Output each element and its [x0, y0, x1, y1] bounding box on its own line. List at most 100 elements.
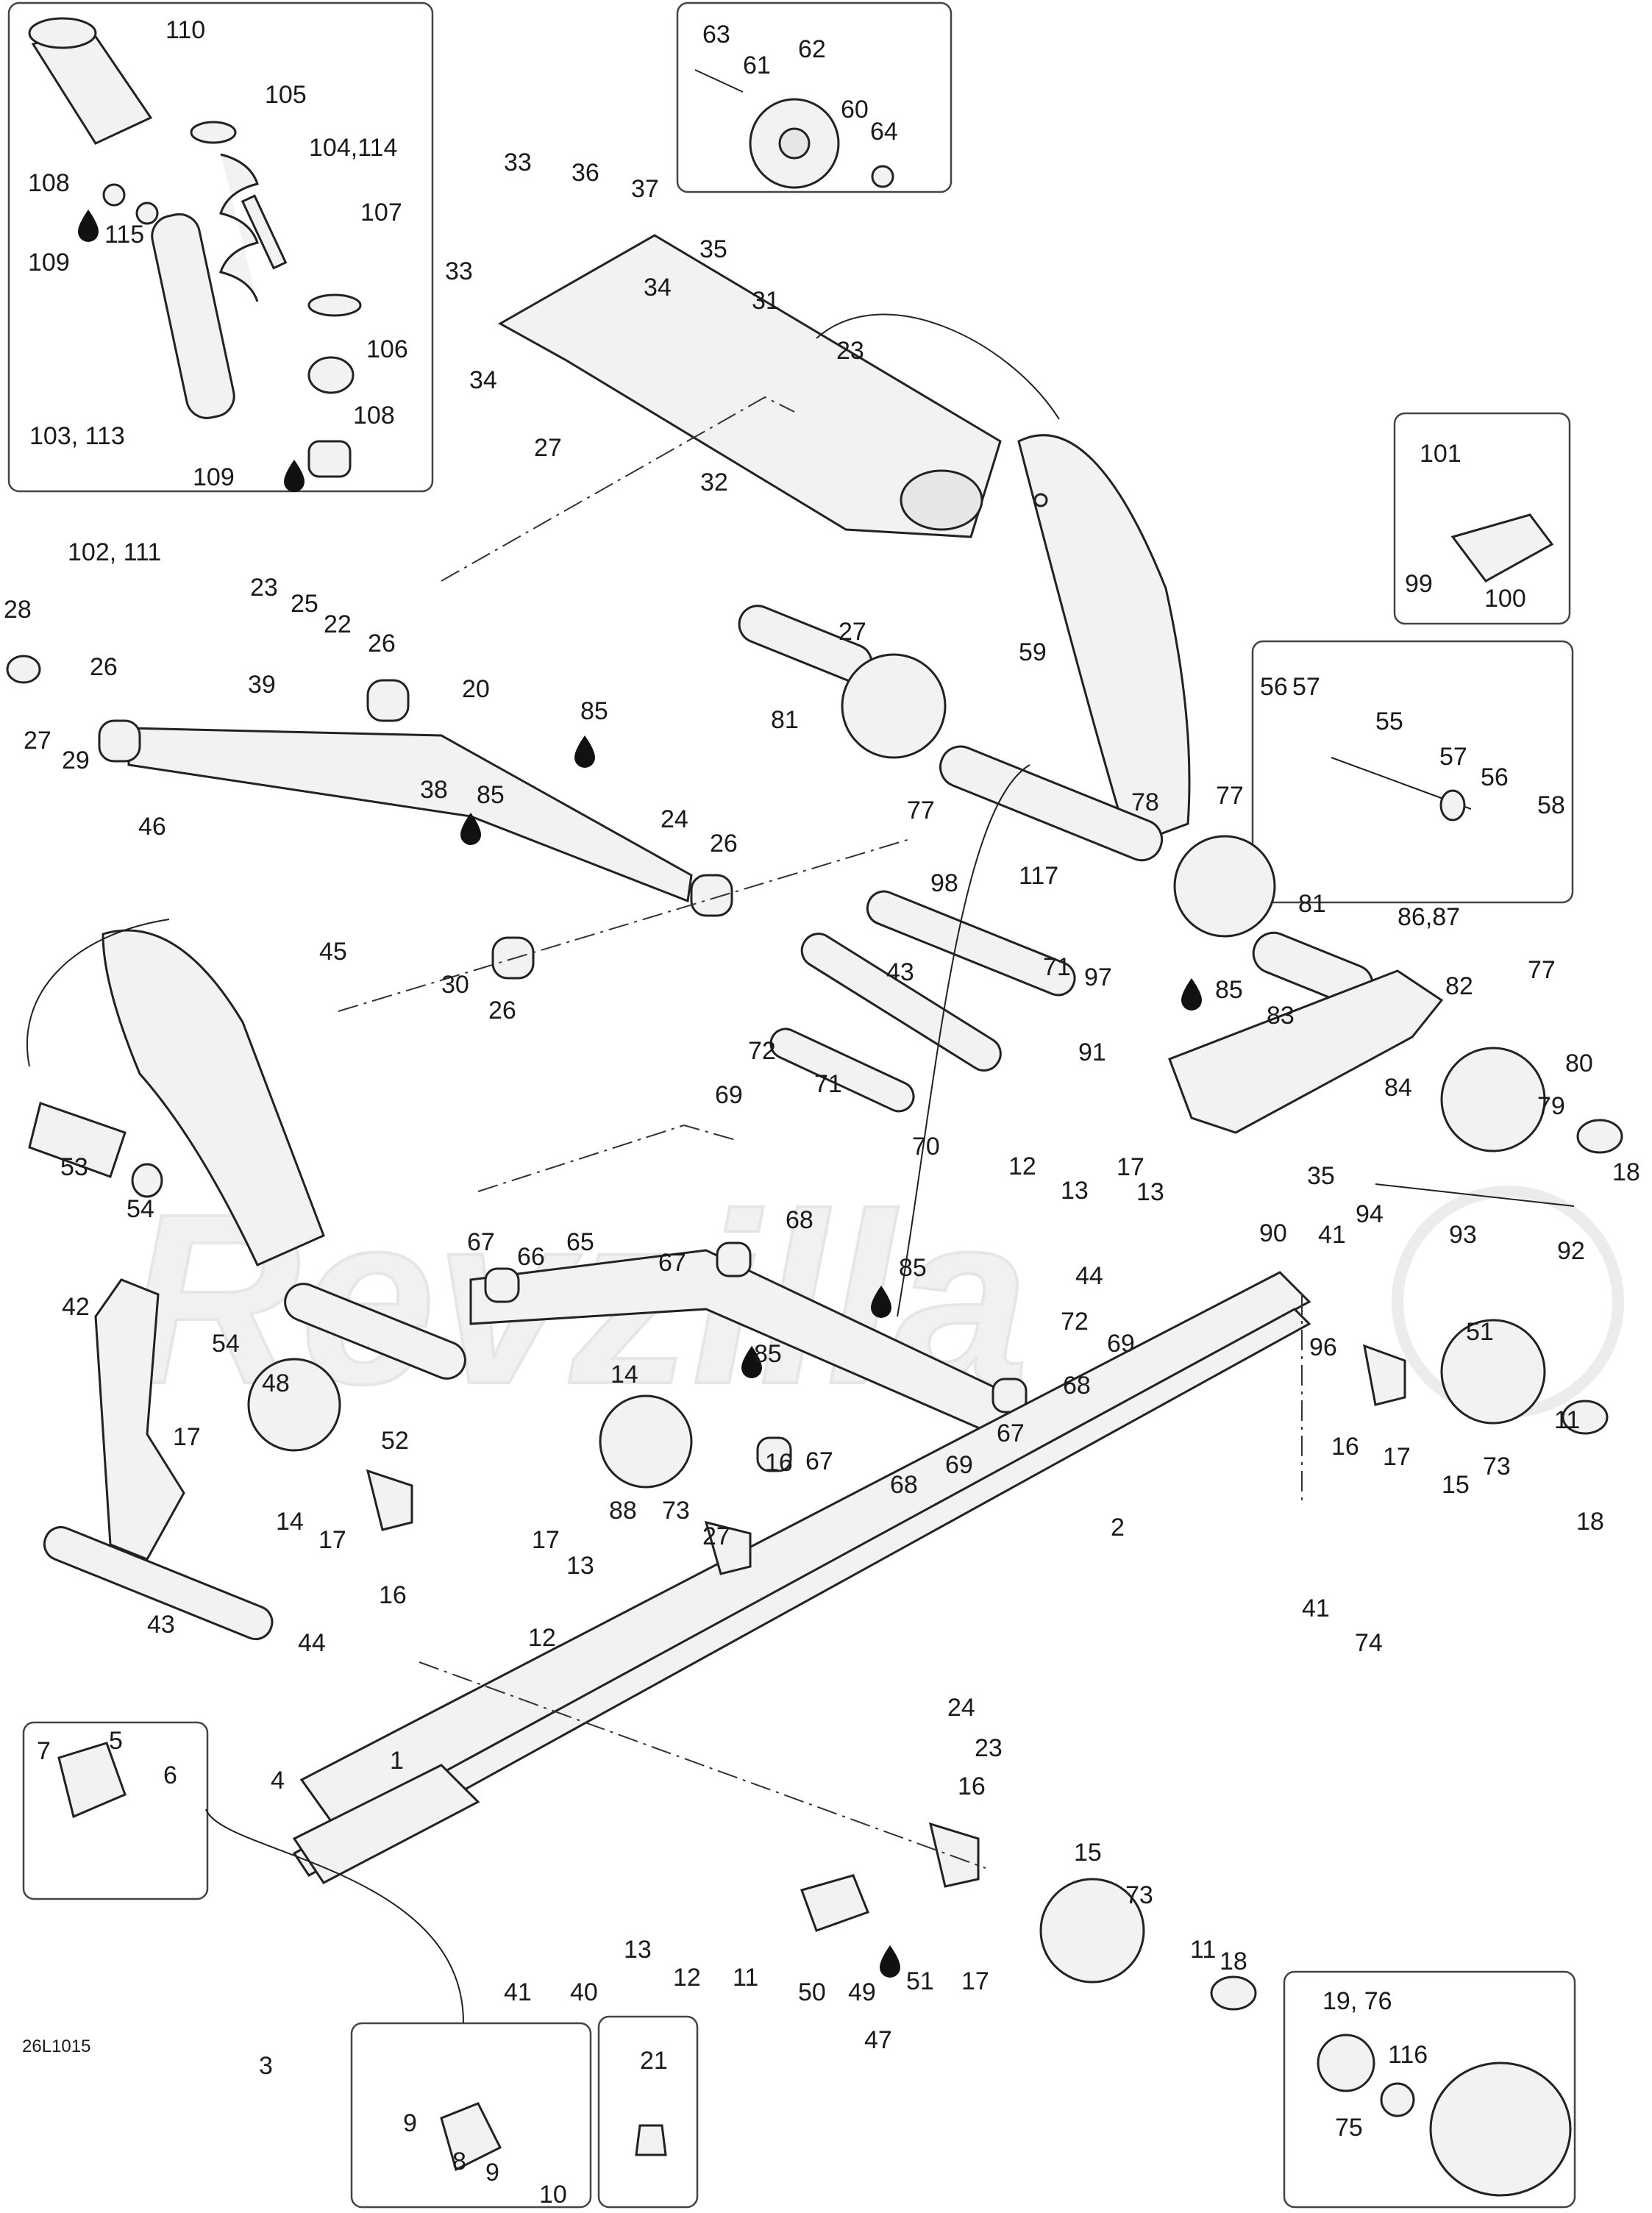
washer-107	[307, 293, 362, 317]
callout-73: 73	[1483, 1453, 1511, 1480]
callout-86-87: 86,87	[1398, 903, 1460, 931]
callout-94: 94	[1356, 1200, 1384, 1228]
callout-57: 57	[1292, 673, 1320, 701]
callout-19-76: 19, 76	[1322, 1987, 1392, 2015]
wheel-outline	[1429, 2061, 1572, 2197]
callout-18: 18	[1220, 1947, 1247, 1975]
callout-77: 77	[1216, 782, 1244, 810]
callout-37: 37	[631, 175, 659, 203]
callout-51: 51	[906, 1967, 934, 1995]
shaft-43b	[43, 1526, 274, 1641]
callout-108: 108	[353, 402, 395, 430]
callout-71: 71	[1043, 953, 1071, 981]
callout-17: 17	[1383, 1443, 1411, 1471]
callout-17: 17	[532, 1526, 560, 1554]
nut-106	[307, 356, 355, 394]
front-tip-detail-box	[22, 1721, 209, 1900]
callout-12: 12	[673, 1964, 701, 1992]
callout-14: 14	[610, 1361, 638, 1389]
bushing-108a	[102, 183, 126, 207]
callout-11: 11	[1554, 1406, 1580, 1434]
callout-79: 79	[1537, 1092, 1565, 1120]
callout-26: 26	[710, 830, 738, 858]
callout-13: 13	[566, 1552, 594, 1580]
tip-5	[57, 1742, 127, 1819]
callout-5: 5	[109, 1727, 123, 1755]
front-shock-spring	[102, 929, 325, 1266]
cap-18c	[1210, 1975, 1257, 2011]
callout-16: 16	[958, 1772, 986, 1800]
callout-16: 16	[379, 1581, 407, 1609]
cap-18a	[1576, 1119, 1623, 1154]
callout-53: 53	[60, 1153, 88, 1181]
callout-27: 27	[24, 727, 51, 755]
callout-23: 23	[836, 337, 864, 365]
callout-102-111: 102, 111	[68, 538, 161, 566]
rail-1	[299, 1271, 1311, 1833]
rear-arm-86	[1168, 969, 1444, 1134]
ring-54a	[131, 1163, 163, 1198]
shock-eye	[1033, 493, 1048, 507]
wheel-77c	[1440, 1047, 1546, 1152]
callout-65: 65	[566, 1228, 594, 1256]
callout-23: 23	[250, 574, 278, 602]
callout-7: 7	[37, 1737, 51, 1765]
assembly-line	[441, 396, 795, 582]
callout-34: 34	[644, 274, 672, 302]
callout-26: 26	[90, 653, 118, 681]
callout-27: 27	[839, 618, 866, 646]
mount-16a	[366, 1469, 413, 1531]
callout-4: 4	[271, 1767, 285, 1795]
leader-curve	[205, 1808, 464, 2023]
callout-117: 117	[1019, 862, 1058, 890]
callout-68: 68	[1063, 1372, 1091, 1400]
spring-104	[219, 153, 259, 302]
shaft-48	[284, 1283, 466, 1380]
grease-icon	[78, 210, 99, 242]
bracket-detail-box	[1393, 412, 1571, 625]
shaft-117	[939, 745, 1164, 862]
shock-body-103	[151, 213, 235, 419]
callout-22: 22	[324, 610, 352, 638]
callout-44: 44	[298, 1629, 326, 1657]
callout-84: 84	[1384, 1074, 1412, 1102]
callout-105: 105	[265, 81, 307, 109]
callout-57: 57	[1439, 743, 1467, 771]
callout-61: 61	[743, 51, 771, 79]
callout-16: 16	[765, 1449, 793, 1477]
rail-2	[292, 1308, 1311, 1877]
callout-1: 1	[390, 1747, 404, 1775]
slider-detail-box	[350, 2022, 592, 2209]
grease-icon	[871, 1286, 891, 1318]
washer-57	[1439, 789, 1466, 822]
callout-103-113: 103, 113	[29, 422, 125, 450]
callout-110: 110	[165, 16, 205, 44]
callout-10: 10	[539, 2181, 567, 2209]
callout-107: 107	[360, 199, 402, 227]
callout-28: 28	[4, 596, 32, 624]
axle-detail-box	[1251, 640, 1574, 904]
callout-labels: 110 105 104,114 108 107 115 109 106 108 …	[4, 16, 1640, 2209]
callout-39: 39	[248, 671, 276, 699]
callout-29: 29	[62, 746, 90, 774]
callout-66: 66	[517, 1243, 545, 1271]
callout-33: 33	[445, 257, 473, 285]
grease-icon	[460, 813, 481, 845]
callout-46: 46	[138, 813, 166, 841]
slider-8	[440, 2102, 502, 2172]
front-tip	[292, 1764, 480, 1884]
callout-21: 21	[640, 2047, 668, 2075]
callout-34: 34	[469, 366, 497, 394]
callout-93: 93	[1449, 1221, 1477, 1249]
callout-71: 71	[814, 1070, 842, 1098]
callout-13: 13	[1061, 1177, 1089, 1205]
mount-16d	[928, 1822, 980, 1888]
callout-98: 98	[930, 869, 958, 897]
callout-17: 17	[1117, 1153, 1144, 1181]
grease-icon	[574, 735, 595, 768]
callout-68: 68	[890, 1471, 918, 1499]
callout-69: 69	[715, 1081, 743, 1109]
callout-15: 15	[1074, 1839, 1102, 1867]
callout-73: 73	[1125, 1881, 1153, 1909]
callout-38: 38	[420, 776, 448, 804]
